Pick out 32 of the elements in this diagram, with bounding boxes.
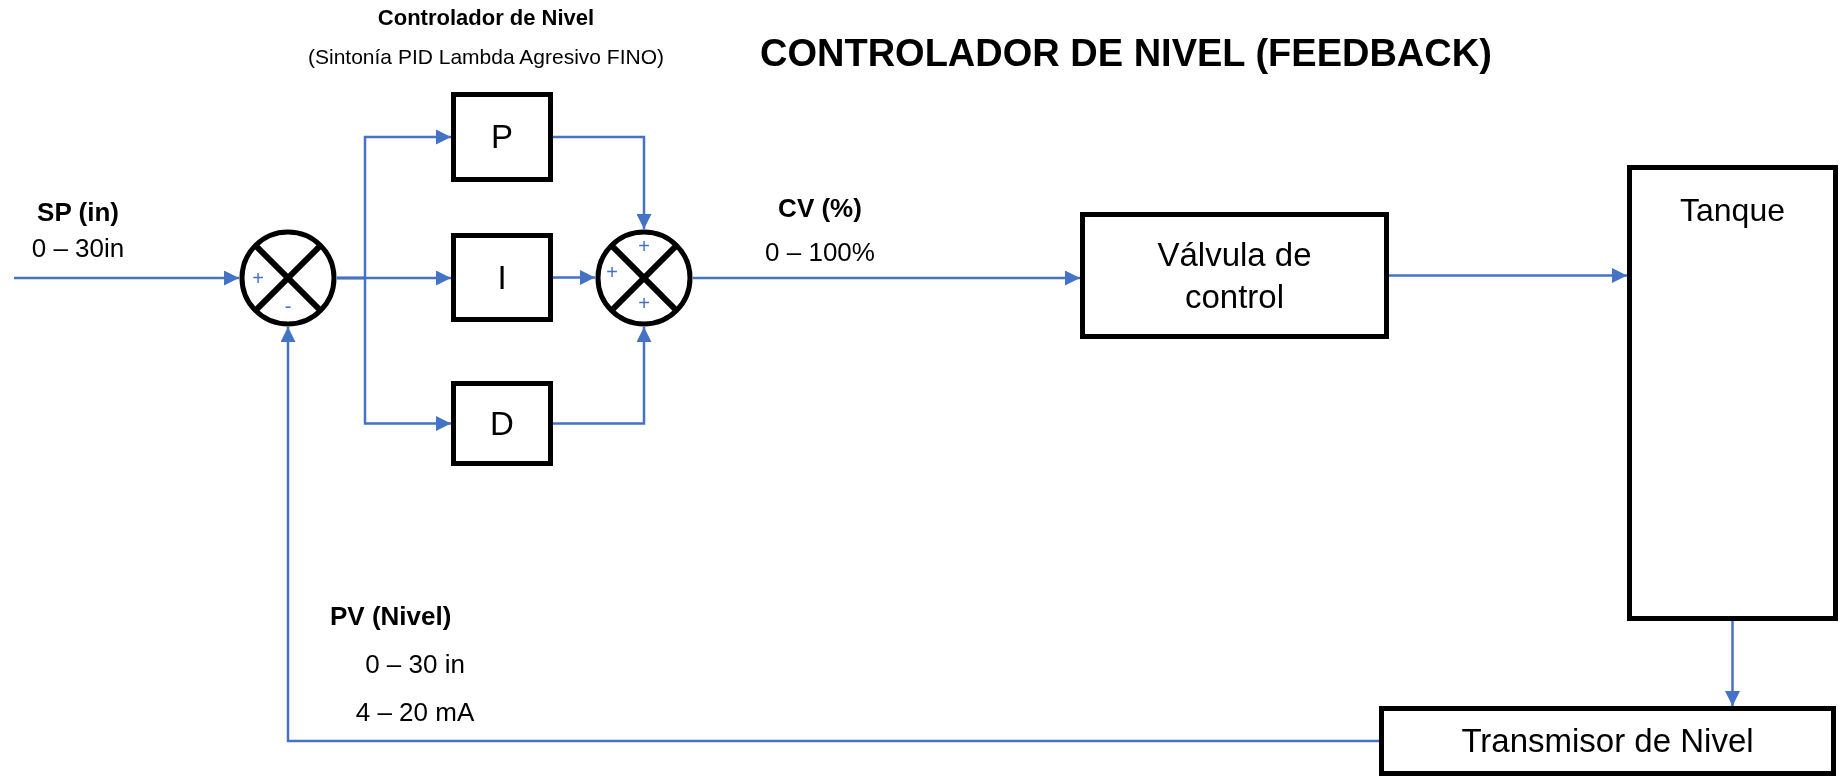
tank-block: Tanque xyxy=(1627,165,1838,621)
sign-label: + xyxy=(638,293,650,313)
process-block: P xyxy=(451,92,553,182)
signal-label: 4 – 20 mA xyxy=(354,696,476,729)
arrow xyxy=(280,327,1379,743)
signal-label: CV (%) xyxy=(777,192,863,225)
sign-label: - xyxy=(284,296,292,316)
arrow xyxy=(1389,268,1627,283)
process-block: I xyxy=(451,233,553,322)
controller-heading: Controlador de Nivel xyxy=(376,4,596,32)
arrow xyxy=(553,327,652,425)
summing-junction xyxy=(595,229,693,327)
sign-label: + xyxy=(606,262,618,282)
arrow xyxy=(553,135,652,229)
sign-label: + xyxy=(638,236,650,256)
arrow xyxy=(1725,621,1740,706)
tuning-note: (Sintonía PID Lambda Agresivo FINO) xyxy=(307,44,665,70)
arrow xyxy=(14,270,239,286)
process-block: Transmisor de Nivel xyxy=(1379,706,1836,776)
process-block: Válvula de control xyxy=(1080,212,1389,339)
signal-name: SP (in) xyxy=(37,196,119,229)
process-block: D xyxy=(451,381,553,466)
sign-label: + xyxy=(252,268,264,288)
summing-junction xyxy=(239,229,337,327)
arrow xyxy=(337,276,451,431)
diagram-title: CONTROLADOR DE NIVEL (FEEDBACK) xyxy=(760,31,1492,76)
signal-label: PV (Nivel) xyxy=(330,600,453,633)
signal-label: 0 – 30 in xyxy=(364,648,466,681)
signal-range: 0 – 30in xyxy=(31,232,125,265)
signal-label: 0 – 100% xyxy=(764,236,876,269)
arrow xyxy=(553,270,595,285)
arrow xyxy=(693,270,1080,286)
